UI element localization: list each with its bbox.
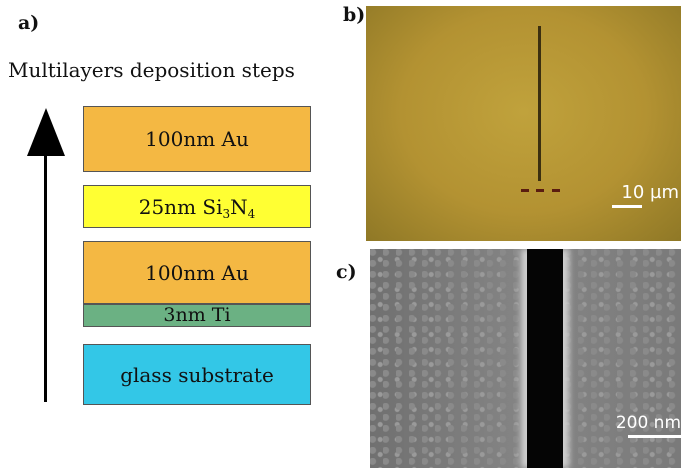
marker	[552, 189, 560, 192]
layer-au-bottom: 100nm Au	[83, 241, 311, 304]
panel-label-b: b)	[343, 4, 366, 26]
layer-si3n4-label: 25nm Si3N4	[138, 194, 256, 221]
optical-micrograph: 10 µm	[366, 6, 681, 241]
optical-scale-bar	[612, 205, 642, 208]
layer-si3n4: 25nm Si3N4	[83, 185, 311, 228]
marker	[536, 189, 544, 192]
panel-label-c: c)	[336, 261, 357, 283]
slit-line	[538, 26, 541, 181]
deposition-title: Multilayers deposition steps	[8, 58, 295, 82]
layer-au-top-label: 100nm Au	[145, 127, 249, 151]
sem-scale-bar	[628, 435, 681, 438]
optical-scale-label: 10 µm	[621, 182, 679, 203]
nanogap	[527, 249, 563, 468]
layer-ti: 3nm Ti	[83, 304, 311, 327]
layer-glass-label: glass substrate	[120, 362, 274, 387]
panel-label-a: a)	[18, 12, 40, 34]
sem-scale-label: 200 nm	[615, 413, 681, 433]
layer-glass-substrate: glass substrate	[83, 344, 311, 405]
layer-au-top: 100nm Au	[83, 106, 311, 172]
marker	[521, 189, 529, 192]
sem-image: 200 nm	[370, 249, 681, 468]
up-arrow-head	[27, 108, 65, 156]
layer-ti-label: 3nm Ti	[163, 304, 231, 326]
layer-au-bottom-label: 100nm Au	[145, 260, 249, 285]
up-arrow-shaft	[44, 150, 47, 402]
